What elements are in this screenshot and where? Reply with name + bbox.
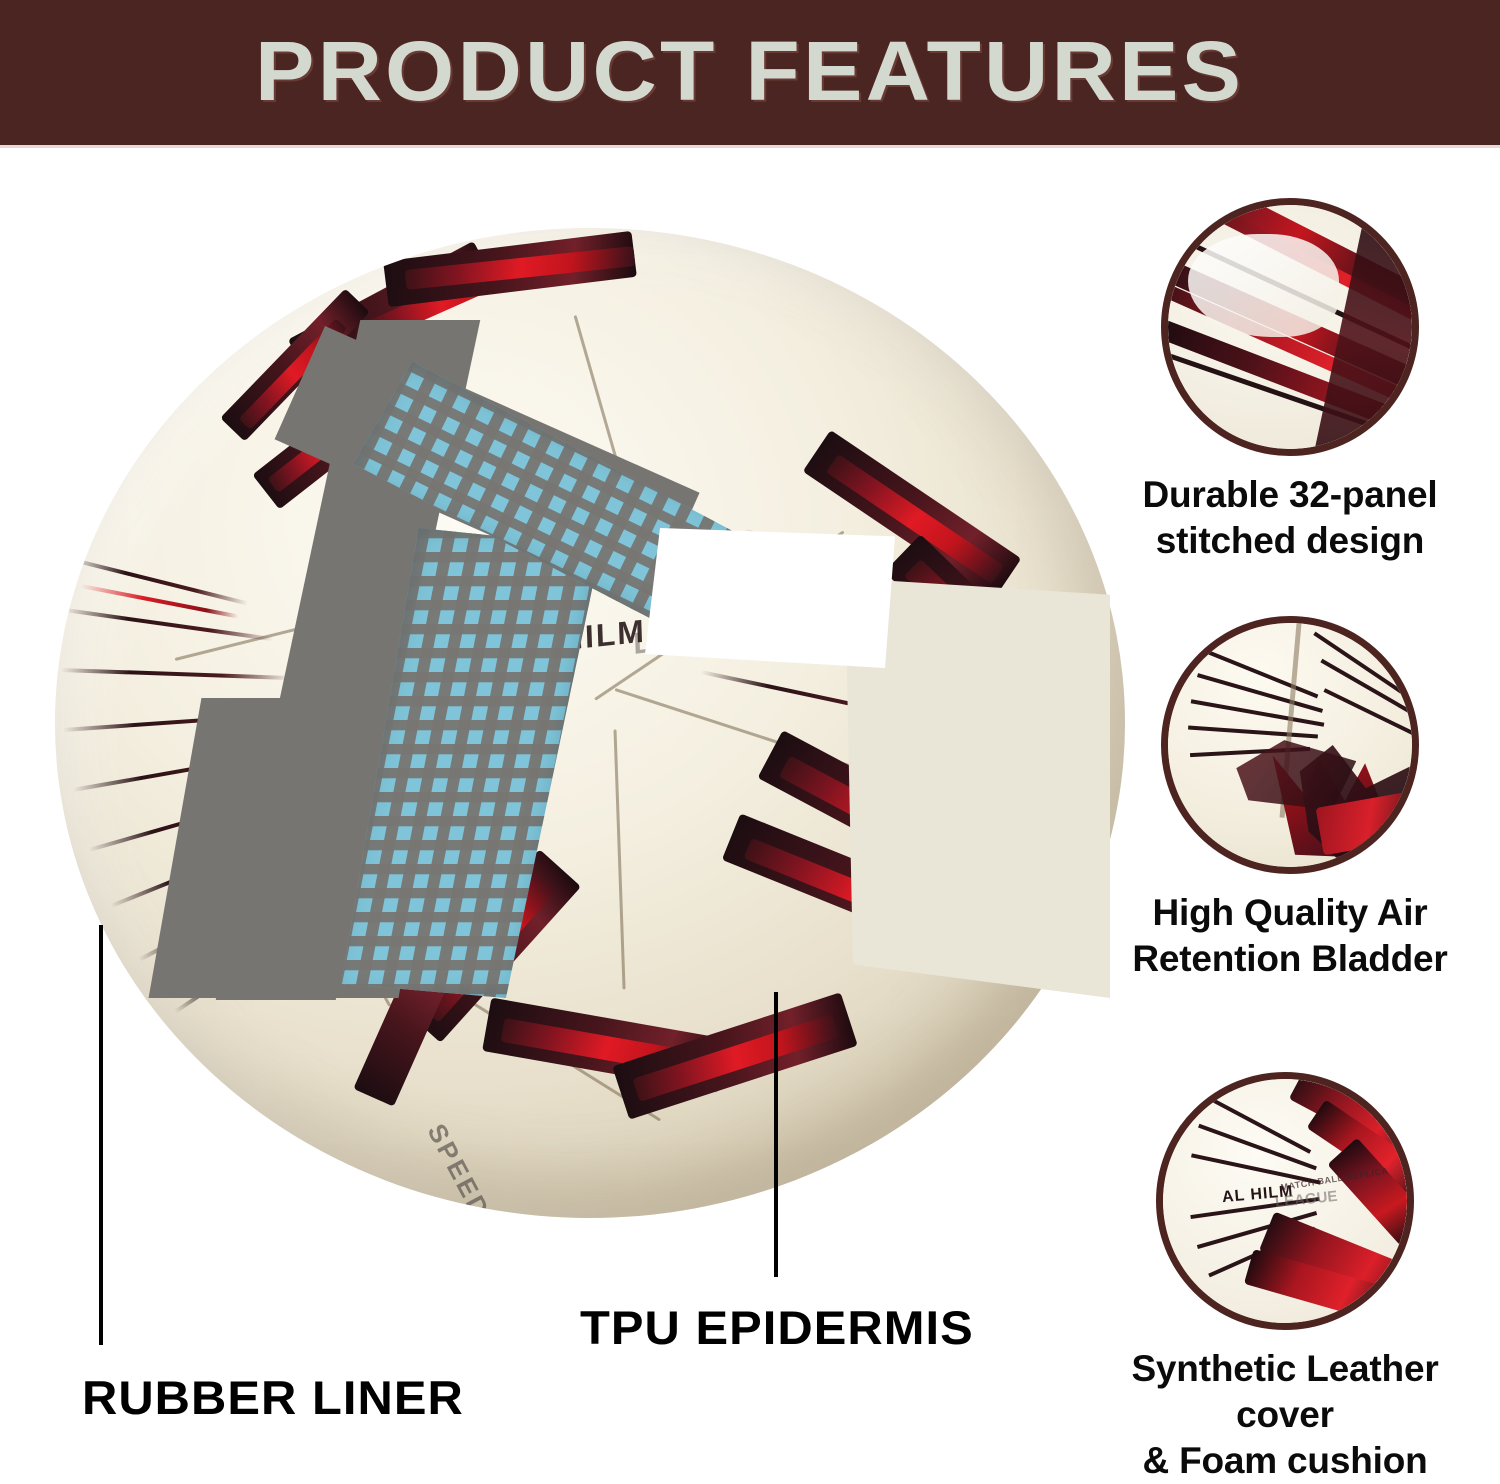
ball-seam (613, 729, 626, 990)
ball-decoration (64, 608, 274, 642)
rubber-liner-leader-line (99, 925, 103, 1345)
callout-line-1: Durable 32-panel (1142, 474, 1438, 515)
ball-decoration (72, 558, 249, 606)
callout-text-synthetic-leather-foam: Synthetic Leather cover & Foam cushion (1115, 1346, 1455, 1484)
ball-speed-text: SPEED (421, 1118, 497, 1218)
callout-text-air-retention-bladder: High Quality Air Retention Bladder (1120, 890, 1460, 982)
tpu-epidermis-layer (645, 528, 895, 668)
callout-line-1: High Quality Air (1152, 892, 1428, 933)
tpu-epidermis-layer (845, 578, 1110, 998)
callout-line-1: Synthetic Leather cover (1131, 1348, 1439, 1435)
ball-panel-closeup-circle-icon (1161, 198, 1419, 456)
callout-line-2: & Foam cushion (1142, 1439, 1428, 1481)
product-ball-diagram: MATCH BALL REPLICA LEAGUE AL HILM SPEED (55, 228, 1125, 1218)
callout-line-2: Retention Bladder (1132, 937, 1448, 979)
ball-full-closeup-circle-icon: AL HILM MATCH BALL REPLICA LEAGUE (1156, 1072, 1414, 1330)
tpu-epidermis-leader-line (774, 992, 778, 1277)
label-tpu-epidermis: TPU EPIDERMIS (580, 1301, 974, 1354)
page-title: PRODUCT FEATURES (255, 23, 1245, 118)
page-header-bar: PRODUCT FEATURES (0, 0, 1500, 145)
label-rubber-liner: RUBBER LINER (82, 1371, 464, 1424)
callout-text-durable-32-panel: Durable 32-panel stitched design (1120, 472, 1460, 564)
callout-synthetic-leather-foam: AL HILM MATCH BALL REPLICA LEAGUE Synthe… (1115, 1072, 1455, 1484)
header-divider (0, 145, 1500, 148)
callout-durable-32-panel: Durable 32-panel stitched design (1120, 198, 1460, 564)
callout-line-2: stitched design (1155, 519, 1425, 561)
ball-decoration (60, 668, 291, 681)
ball-side-closeup-circle-icon (1161, 616, 1419, 874)
callout-air-retention-bladder: High Quality Air Retention Bladder (1120, 616, 1460, 982)
